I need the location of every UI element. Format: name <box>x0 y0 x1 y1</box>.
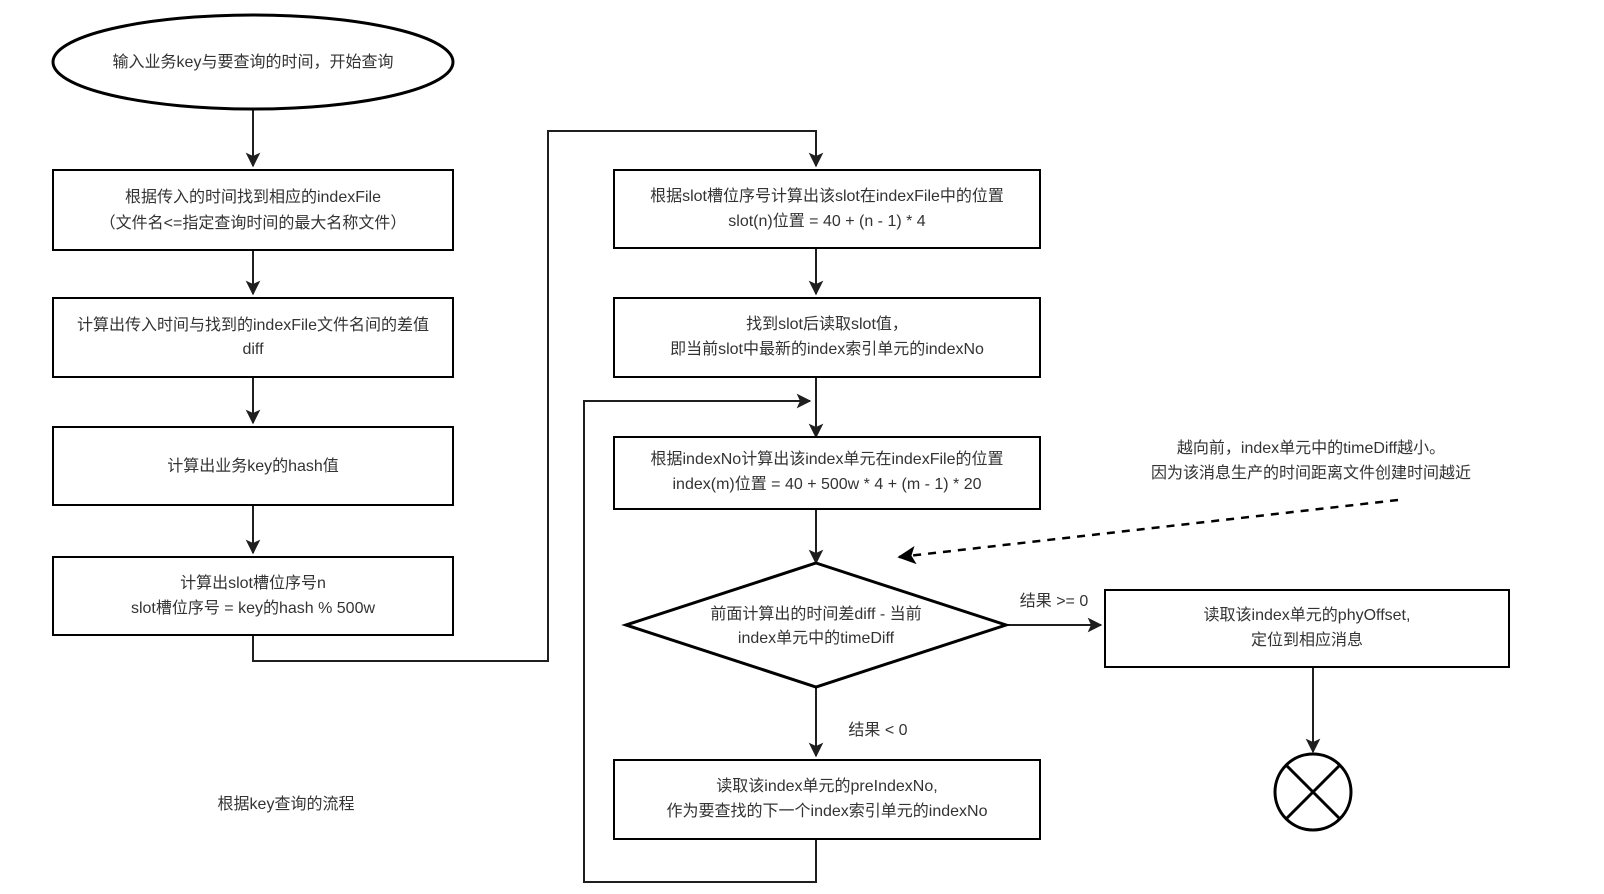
end-x-stroke-2 <box>1284 763 1342 821</box>
node-calc-slot-pos[interactable]: 根据slot槽位序号计算出该slot在indexFile中的位置 slot(n)… <box>613 169 1041 249</box>
diagram-caption: 根据key查询的流程 <box>218 795 355 813</box>
start-ellipse-shape <box>51 13 455 111</box>
node-read-slot-value[interactable]: 找到slot后读取slot值， 即当前slot中最新的index索引单元的ind… <box>613 297 1041 378</box>
calc-index-pos-box-shape <box>613 436 1041 510</box>
read-slot-value-label-line1: 找到slot后读取slot值， <box>746 315 908 333</box>
find-index-file-label-line1: 根据传入的时间找到相应的indexFile <box>125 187 381 206</box>
node-calc-slot-no[interactable]: 计算出slot槽位序号n slot槽位序号 = key的hash % 500w <box>52 556 454 636</box>
read-preindexno-label-line2: 作为要查找的下一个index索引单元的indexNo <box>667 802 988 820</box>
read-slot-value-box-shape <box>613 297 1041 378</box>
find-index-file-box-shape <box>52 169 454 251</box>
node-decision[interactable]: 前面计算出的时间差diff - 当前 index单元中的timeDiff <box>621 561 1011 689</box>
read-preindexno-box-shape <box>613 759 1041 840</box>
annotation-note: 越向前，index单元中的timeDiff越小。 因为该消息生产的时间距离文件创… <box>1151 439 1471 482</box>
calc-slot-no-box-shape <box>52 556 454 636</box>
edge-read-preindexno-loopback <box>583 393 817 883</box>
edge-label-result-gte-zero: 结果 >= 0 <box>1020 592 1089 610</box>
annotation-line2: 因为该消息生产的时间距离文件创建时间越近 <box>1151 464 1471 482</box>
node-start[interactable]: 输入业务key与要查询的时间，开始查询 <box>51 13 455 111</box>
calc-slot-no-label-line1: 计算出slot槽位序号n <box>180 573 326 592</box>
annotation-line1: 越向前，index单元中的timeDiff越小。 <box>1177 439 1445 457</box>
node-calc-hash[interactable]: 计算出业务key的hash值 <box>52 426 454 506</box>
node-find-index-file[interactable]: 根据传入的时间找到相应的indexFile （文件名<=指定查询时间的最大名称文… <box>52 169 454 251</box>
calc-diff-box-shape <box>52 297 454 378</box>
calc-index-pos-label-line1: 根据indexNo计算出该index单元在indexFile的位置 <box>651 449 1004 468</box>
calc-index-pos-label-line2: index(m)位置 = 40 + 500w * 4 + (m - 1) * 2… <box>672 475 981 493</box>
read-phyoffset-label-line1: 读取该index单元的phyOffset, <box>1204 606 1411 624</box>
calc-hash-box-shape <box>52 426 454 506</box>
read-preindexno-label-line1: 读取该index单元的preIndexNo, <box>716 777 937 795</box>
node-read-preindexno[interactable]: 读取该index单元的preIndexNo, 作为要查找的下一个index索引单… <box>613 759 1041 840</box>
calc-slot-pos-label-line2: slot(n)位置 = 40 + (n - 1) * 4 <box>728 212 926 230</box>
node-calc-diff[interactable]: 计算出传入时间与找到的indexFile文件名间的差值 diff <box>52 297 454 378</box>
read-phyoffset-label-line2: 定位到相应消息 <box>1251 630 1363 649</box>
find-index-file-label-line2: （文件名<=指定查询时间的最大名称文件） <box>100 214 407 232</box>
calc-hash-label-line1: 计算出业务key的hash值 <box>167 456 339 475</box>
calc-diff-label-line2: diff <box>242 341 264 358</box>
node-end[interactable] <box>1273 752 1353 832</box>
edge-label-result-lt-zero: 结果 < 0 <box>848 721 907 739</box>
edge-calc-slot-no-to-calc-slot-pos <box>252 130 824 662</box>
start-label: 输入业务key与要查询的时间，开始查询 <box>113 53 394 71</box>
read-slot-value-label-line2: 即当前slot中最新的index索引单元的indexNo <box>670 340 984 358</box>
decision-diamond-shape <box>621 561 1011 689</box>
node-calc-index-pos[interactable]: 根据indexNo计算出该index单元在indexFile的位置 index(… <box>613 436 1041 510</box>
decision-label-line2: index单元中的timeDiff <box>738 629 895 647</box>
read-phyoffset-box-shape <box>1104 589 1510 668</box>
calc-diff-label-line1: 计算出传入时间与找到的indexFile文件名间的差值 <box>77 315 429 334</box>
calc-slot-pos-label-line1: 根据slot槽位序号计算出该slot在indexFile中的位置 <box>650 186 1004 205</box>
node-read-phyoffset[interactable]: 读取该index单元的phyOffset, 定位到相应消息 <box>1104 589 1510 668</box>
decision-label-line1: 前面计算出的时间差diff - 当前 <box>710 604 921 623</box>
calc-slot-no-label-line2: slot槽位序号 = key的hash % 500w <box>131 599 376 617</box>
calc-slot-pos-box-shape <box>613 169 1041 249</box>
